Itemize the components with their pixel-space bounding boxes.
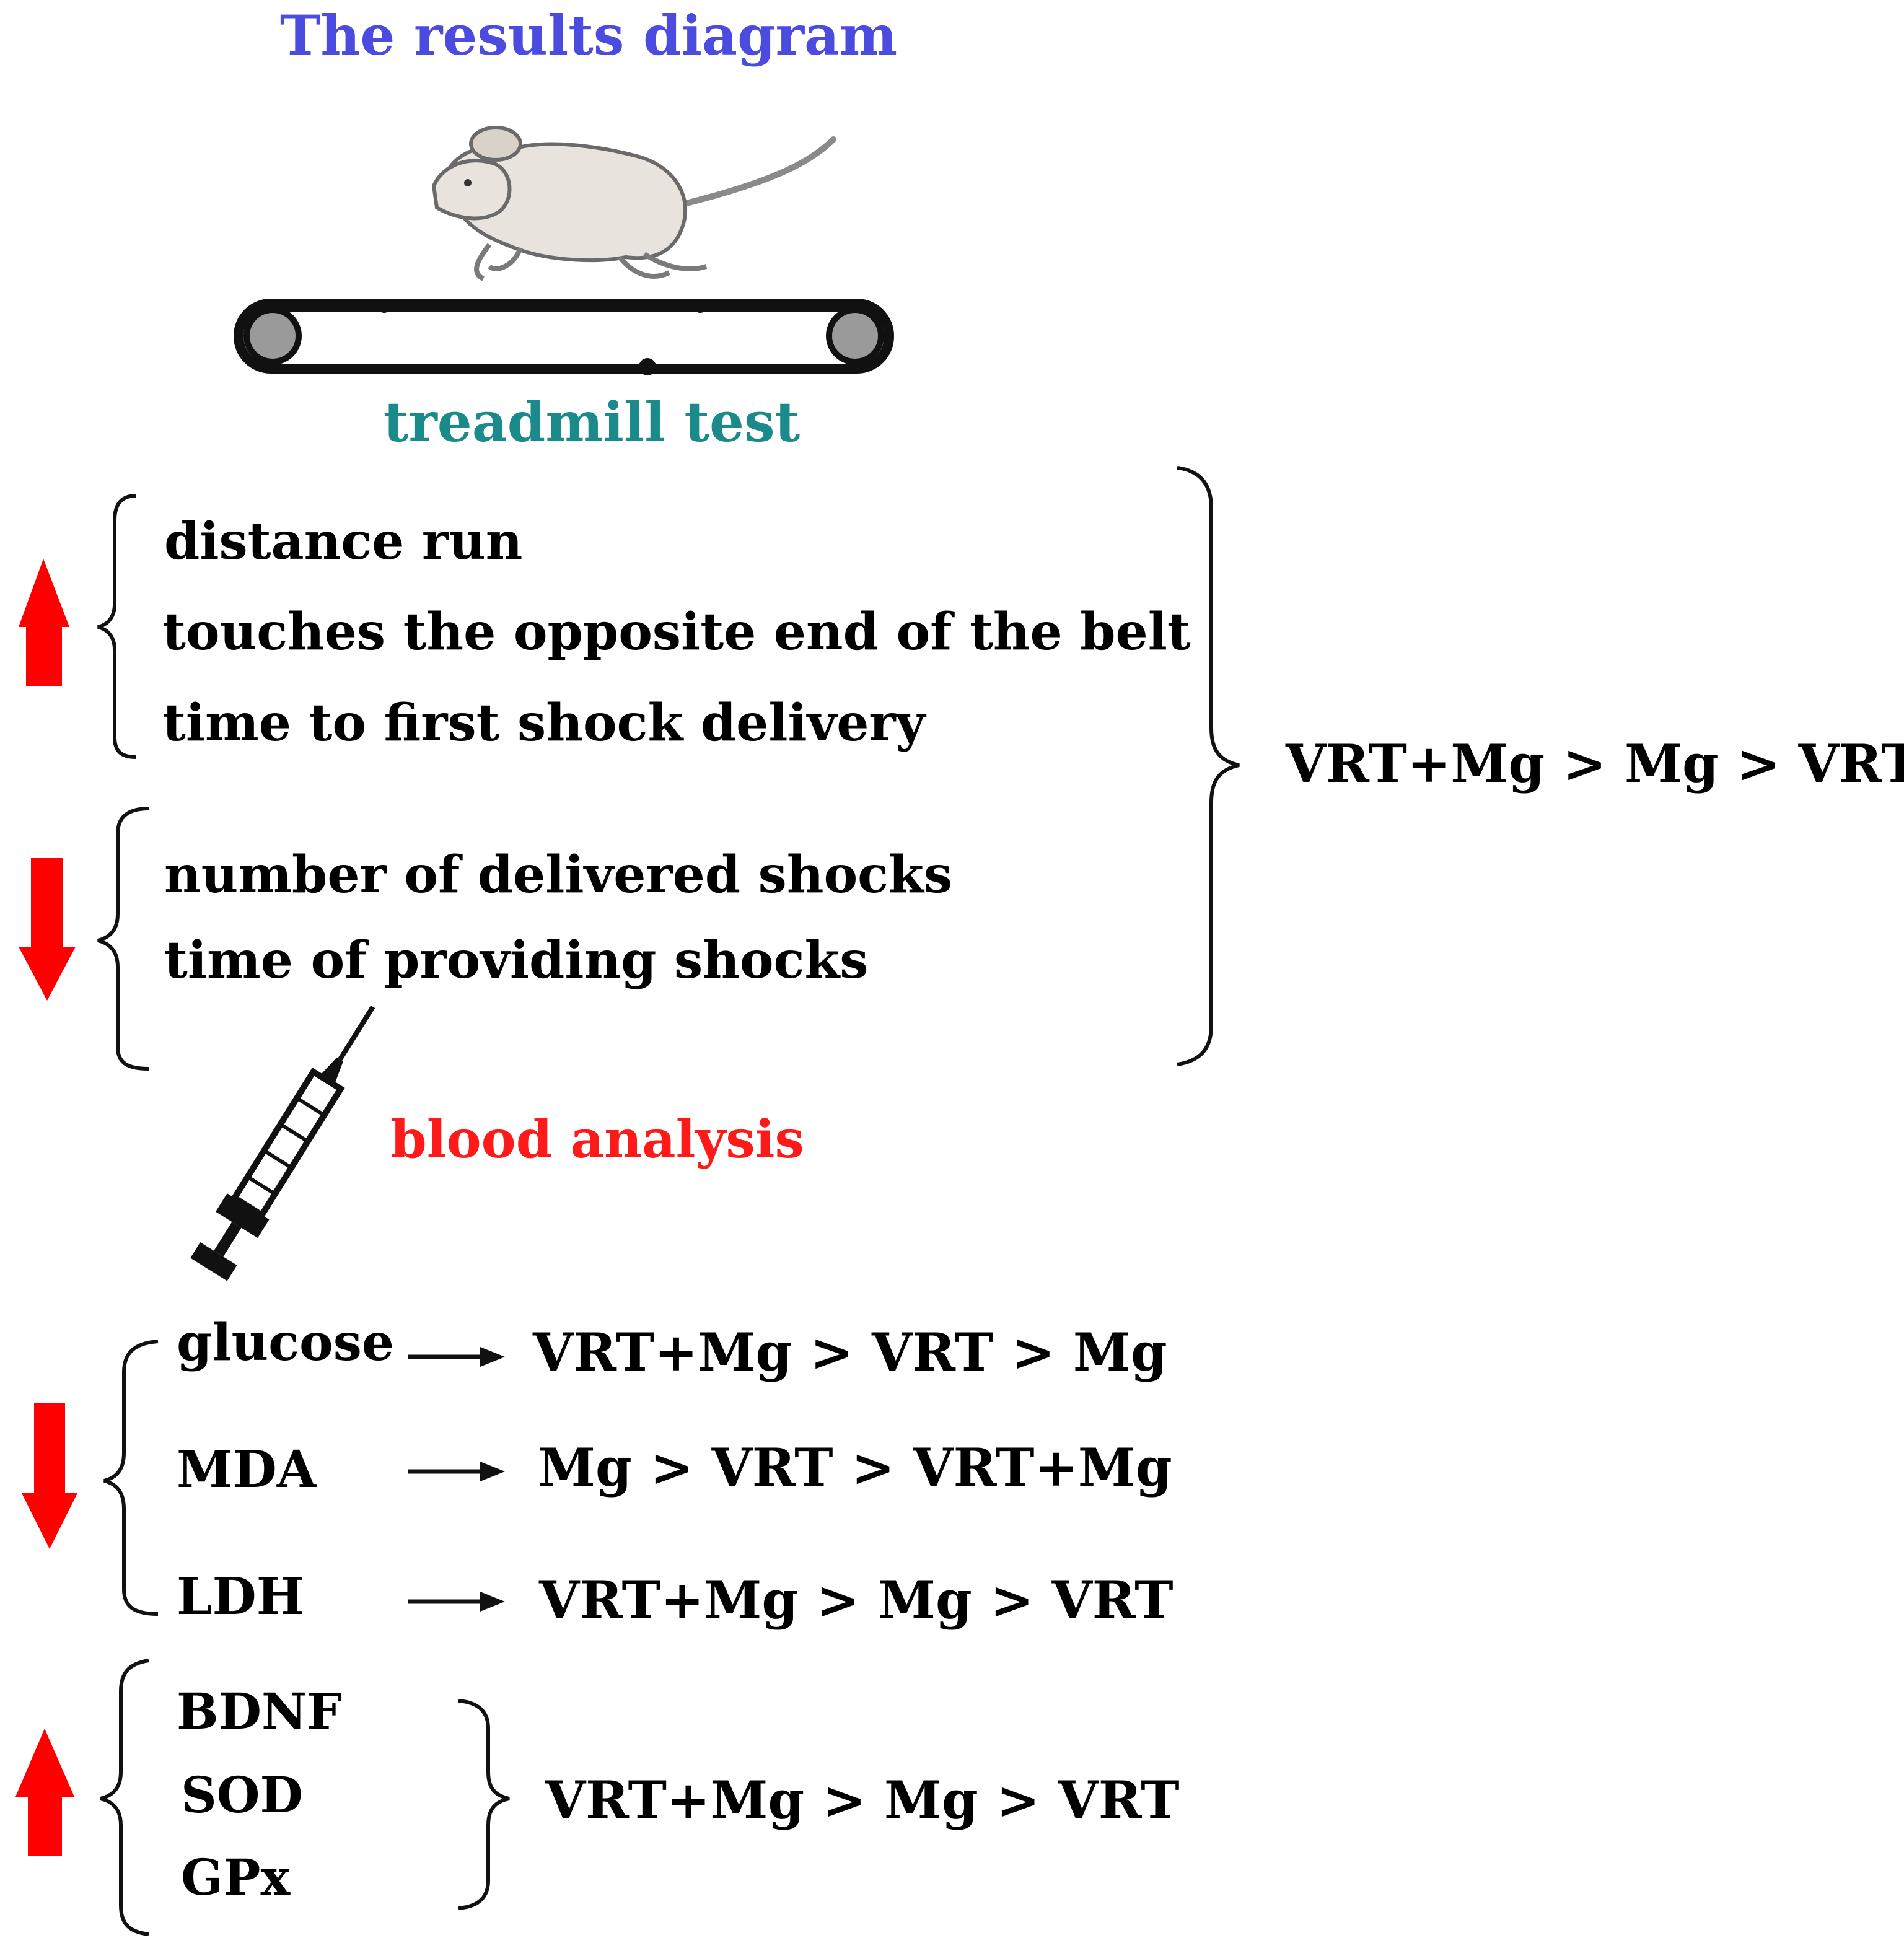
treadmill-item-time-first-shock: time to first shock delivery bbox=[162, 693, 927, 753]
diagram-title: The results diagram bbox=[280, 3, 897, 68]
treadmill-summary-brace bbox=[1177, 466, 1240, 1066]
blood-marker-ldh: LDH bbox=[177, 1567, 304, 1626]
treadmill-decrease-brace bbox=[97, 807, 149, 1071]
mouse-on-treadmill-icon bbox=[234, 126, 894, 375]
blood-increase-summary-brace bbox=[458, 1699, 510, 1910]
arrow-right-icon bbox=[408, 1347, 505, 1367]
blood-marker-glucose: glucose bbox=[177, 1313, 394, 1372]
arrow-right-icon bbox=[408, 1462, 505, 1481]
red-up-arrow-icon bbox=[19, 559, 69, 686]
blood-marker-mda: MDA bbox=[177, 1440, 317, 1499]
arrow-right-icon bbox=[408, 1592, 505, 1612]
blood-marker-gpx: GPx bbox=[181, 1848, 291, 1906]
blood-marker-bdnf: BDNF bbox=[177, 1682, 342, 1740]
red-down-arrow-icon bbox=[19, 858, 76, 1001]
blood-analysis-label: blood analysis bbox=[390, 1108, 804, 1170]
blood-ranking-glucose: VRT+Mg > VRT > Mg bbox=[532, 1322, 1167, 1383]
red-up-arrow-icon bbox=[15, 1729, 74, 1856]
treadmill-item-number-shocks: number of delivered shocks bbox=[164, 845, 952, 905]
blood-ranking-ldh: VRT+Mg > Mg > VRT bbox=[538, 1569, 1174, 1631]
treadmill-item-distance-run: distance run bbox=[164, 512, 522, 571]
treadmill-increase-brace bbox=[97, 494, 137, 759]
treadmill-test-label: treadmill test bbox=[384, 390, 801, 454]
blood-marker-sod: SOD bbox=[181, 1766, 303, 1824]
blood-ranking-mda: Mg > VRT > VRT+Mg bbox=[538, 1437, 1172, 1498]
treadmill-ranking: VRT+Mg > Mg > VRT bbox=[1285, 733, 1904, 794]
blood-decrease-brace bbox=[103, 1340, 159, 1616]
red-down-arrow-icon bbox=[22, 1403, 77, 1549]
blood-increase-ranking: VRT+Mg > Mg > VRT bbox=[545, 1770, 1180, 1831]
treadmill-item-touches-belt: touches the opposite end of the belt bbox=[162, 602, 1191, 662]
blood-increase-brace bbox=[100, 1659, 149, 1936]
syringe-icon bbox=[190, 1005, 375, 1281]
treadmill-item-time-providing-shocks: time of providing shocks bbox=[164, 931, 868, 990]
